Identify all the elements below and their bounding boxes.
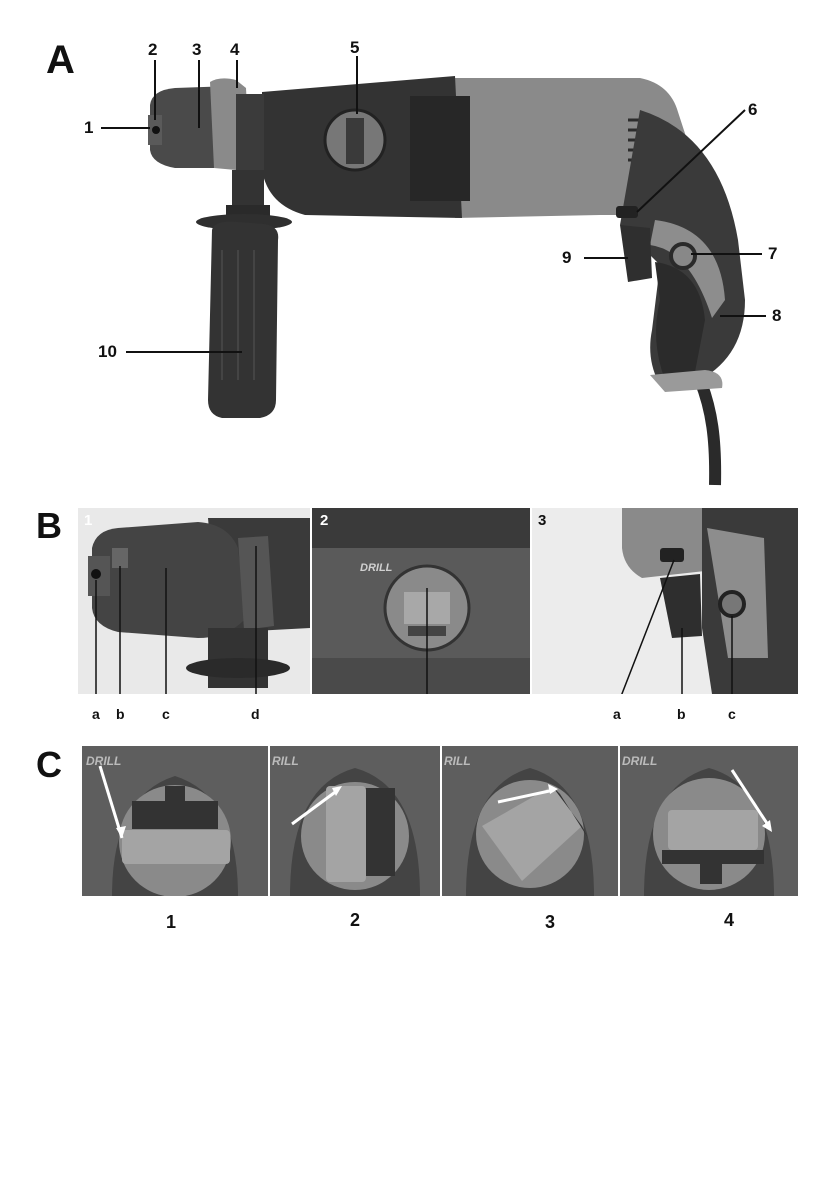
selector-position-4-image — [620, 746, 798, 896]
b3-label-c: c — [728, 706, 736, 722]
callout-10: 10 — [98, 342, 117, 362]
b1-label-c: c — [162, 706, 170, 722]
panel-c4-mode: DRILL — [620, 746, 798, 896]
selector-position-1-image — [82, 746, 268, 896]
panel-c1-mode: DRILL — [82, 746, 268, 896]
panel-b2-selector: 2 DRILL — [312, 508, 530, 694]
rill-brand-text-c3: RILL — [444, 754, 471, 768]
c-caption-3: 3 — [545, 912, 555, 933]
b1-label-b: b — [116, 706, 125, 722]
callout-4: 4 — [230, 40, 239, 60]
c-caption-2: 2 — [350, 910, 360, 931]
drill-brand-text-c1: DRILL — [86, 754, 121, 768]
b3-label-b: b — [677, 706, 686, 722]
callout-8: 8 — [772, 306, 781, 326]
section-c-label: C — [36, 744, 62, 786]
rill-brand-text-c2: RILL — [272, 754, 299, 768]
b3-label-a: a — [613, 706, 621, 722]
panel-b1-chuck: 1 — [78, 508, 310, 694]
callout-6: 6 — [748, 100, 757, 120]
drill-brand-text-c4: DRILL — [622, 754, 657, 768]
chuck-closeup-image — [78, 508, 310, 694]
b1-label-d: d — [251, 706, 260, 722]
panel-b3-switches: 3 — [532, 508, 798, 694]
c-caption-4: 4 — [724, 910, 734, 931]
drill-brand-text-b2: DRILL — [360, 562, 392, 574]
switch-closeup-image — [532, 508, 798, 694]
selector-position-2-image — [270, 746, 440, 896]
selector-closeup-image — [312, 508, 530, 694]
panel-b1-number: 1 — [84, 512, 92, 529]
callout-1: 1 — [84, 118, 93, 138]
panel-c3-mode: RILL — [442, 746, 618, 896]
callout-5: 5 — [350, 38, 359, 58]
c-caption-1: 1 — [166, 912, 176, 933]
panel-c2-mode: RILL — [270, 746, 440, 896]
callout-9: 9 — [562, 248, 571, 268]
callout-2: 2 — [148, 40, 157, 60]
callout-7: 7 — [768, 244, 777, 264]
panel-b2-number: 2 — [320, 512, 328, 529]
section-b-label: B — [36, 505, 62, 547]
panel-b3-number: 3 — [538, 512, 546, 529]
selector-position-3-image — [442, 746, 618, 896]
callout-3: 3 — [192, 40, 201, 60]
b1-label-a: a — [92, 706, 100, 722]
hammer-drill-illustration — [0, 0, 839, 500]
